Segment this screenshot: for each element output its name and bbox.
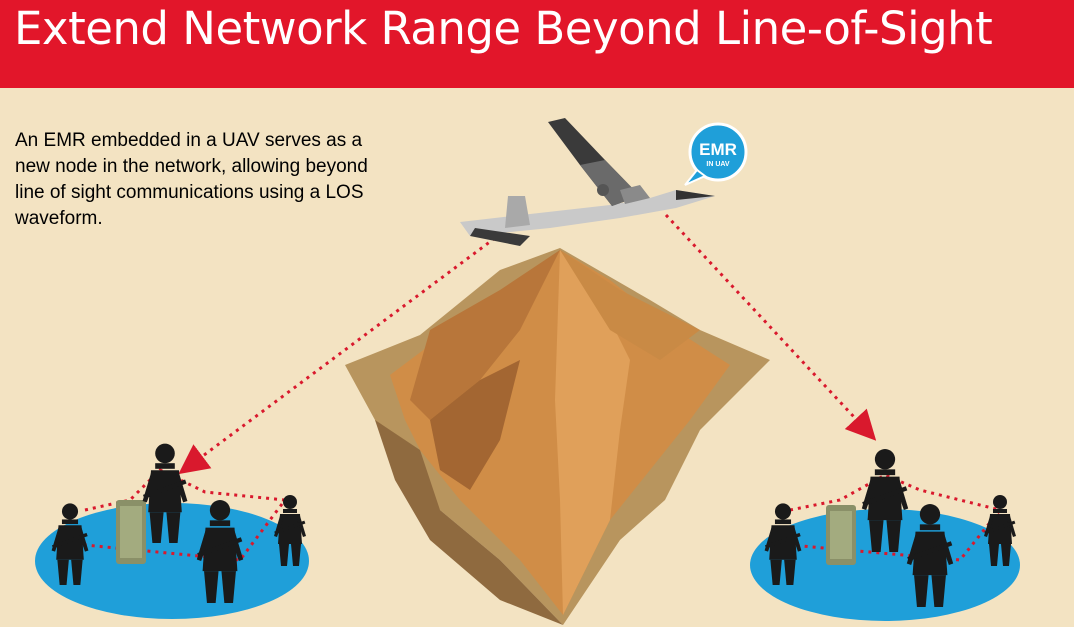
uav-icon <box>460 118 715 246</box>
description-text: An EMR embedded in a UAV serves as a new… <box>15 130 368 229</box>
mountain-icon <box>345 248 770 625</box>
ground-disc-right <box>750 509 1020 621</box>
radio-icon <box>116 500 146 564</box>
ground-disc-left <box>35 503 309 619</box>
speech-bubble-icon <box>684 122 748 186</box>
badge-emr-label: EMR <box>699 140 737 159</box>
link-left-group <box>84 468 288 562</box>
link-right-group <box>789 473 1003 562</box>
page-title: Extend Network Range Beyond Line-of-Sigh… <box>14 2 993 55</box>
badge-emr-sublabel: IN UAV <box>706 161 730 168</box>
link-uav-right <box>664 213 877 441</box>
radio-icon <box>826 505 856 565</box>
header-banner: Extend Network Range Beyond Line-of-Sigh… <box>0 0 1074 88</box>
